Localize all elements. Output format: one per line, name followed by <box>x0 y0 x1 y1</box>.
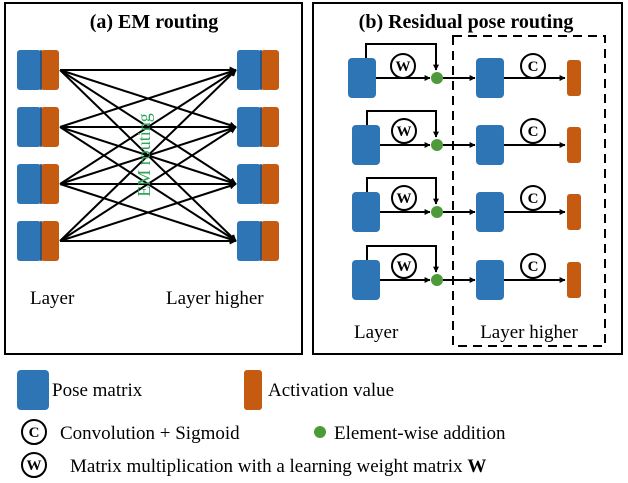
panel-b-title: (b) Residual pose routing <box>359 11 574 33</box>
legend-matmul-label: Matrix multiplication with a learning we… <box>70 456 486 477</box>
capsule <box>237 50 279 90</box>
pose-matrix-block <box>476 58 504 98</box>
addition-dot <box>431 206 443 218</box>
panel-a-layer-capsules <box>17 50 59 261</box>
residual-row: W C <box>352 245 581 300</box>
c-conv-icon <box>520 53 546 79</box>
c-conv-letter: C <box>528 124 539 140</box>
w-matmul-icon <box>391 253 417 279</box>
activation-block <box>567 194 581 230</box>
w-matmul-icon <box>391 185 417 211</box>
panel-a-layer-label: Layer <box>30 288 75 309</box>
panel-a-title: (a) EM routing <box>90 11 219 33</box>
c-conv-icon <box>520 118 546 144</box>
legend-matmul-bold: W <box>467 456 486 477</box>
skip-connection-arrow <box>365 43 439 71</box>
capsule <box>237 164 279 204</box>
panel-b-layer-label: Layer <box>354 322 399 343</box>
capsule <box>237 107 279 147</box>
activation-swatch <box>244 370 262 410</box>
capsule <box>17 107 59 147</box>
c-conv-letter: C <box>528 191 539 207</box>
c-conv-letter: C <box>528 59 539 75</box>
w-matmul-icon <box>21 452 47 478</box>
pose-matrix-block <box>352 125 380 165</box>
panel-a-higher-capsules <box>237 50 279 261</box>
c-conv-letter: C <box>528 259 539 275</box>
addition-dot <box>431 274 443 286</box>
residual-row: W C <box>352 177 581 232</box>
legend: Pose matrix Activation value C Convoluti… <box>17 370 506 478</box>
pose-matrix-block <box>352 260 380 300</box>
pose-matrix-swatch <box>17 370 49 410</box>
panel-a-higher-label: Layer higher <box>166 288 264 309</box>
legend-conv-letter: C <box>29 425 40 441</box>
w-matmul-letter: W <box>397 191 412 207</box>
panel-a-border <box>4 2 303 355</box>
w-matmul-letter: W <box>397 259 412 275</box>
em-routing-connections <box>59 66 237 245</box>
em-routing-overlay-text: EM routing <box>134 113 154 197</box>
panel-b-border <box>312 2 623 355</box>
c-conv-icon <box>21 419 47 445</box>
panel-b-higher-label: Layer higher <box>480 322 578 343</box>
legend-activation-label: Activation value <box>268 380 394 401</box>
activation-block <box>567 60 581 96</box>
skip-connection-arrow <box>366 110 439 138</box>
capsule <box>17 50 59 90</box>
legend-conv-label: Convolution + Sigmoid <box>60 423 240 444</box>
addition-dot <box>431 72 443 84</box>
c-conv-icon <box>520 185 546 211</box>
pose-matrix-block <box>476 192 504 232</box>
w-matmul-icon <box>390 53 416 79</box>
legend-pose-label: Pose matrix <box>52 380 143 401</box>
legend-matmul-text: Matrix multiplication with a learning we… <box>70 456 467 477</box>
skip-connection-arrow <box>366 245 439 273</box>
pose-matrix-block <box>348 58 376 98</box>
capsule <box>17 164 59 204</box>
skip-connection-arrow <box>366 177 439 205</box>
w-matmul-icon <box>391 118 417 144</box>
residual-row: W C <box>352 110 581 165</box>
panel-b-higher-dashed-box <box>452 35 606 347</box>
activation-block <box>567 262 581 298</box>
panel-b: (b) Residual pose routing W C W <box>312 2 623 355</box>
panel-a: (a) EM routing EM routing <box>4 2 303 355</box>
activation-block <box>567 127 581 163</box>
pose-matrix-block <box>476 125 504 165</box>
pose-matrix-block <box>476 260 504 300</box>
capsule <box>237 221 279 261</box>
capsule <box>17 221 59 261</box>
addition-dot <box>431 139 443 151</box>
w-matmul-letter: W <box>397 124 412 140</box>
w-matmul-letter: W <box>396 59 411 75</box>
residual-row: W C <box>348 43 581 98</box>
legend-addition-label: Element-wise addition <box>334 423 506 444</box>
c-conv-icon <box>520 253 546 279</box>
addition-dot-icon <box>314 426 326 438</box>
legend-w-letter: W <box>27 458 42 474</box>
pose-matrix-block <box>352 192 380 232</box>
